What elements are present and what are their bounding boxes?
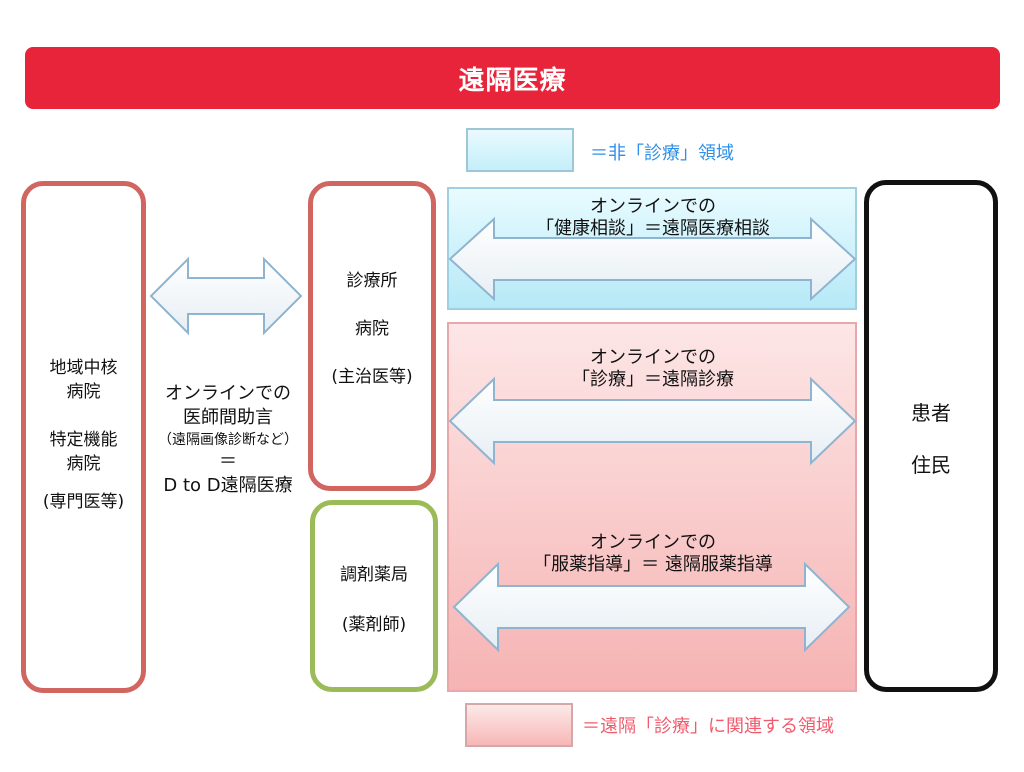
- patient-box: 患者 住民: [864, 180, 998, 692]
- clinic-label: 診療所 病院 (主治医等): [313, 268, 431, 390]
- dtod-line-5: D to D遠隔医療: [163, 475, 293, 496]
- specialist-line-3: 特定機能: [49, 430, 118, 450]
- legend-label-non-medical: ＝非「診療」領域: [590, 143, 734, 164]
- dtod-double-arrow: [149, 256, 303, 336]
- health-line-1: オンラインでの: [590, 196, 716, 217]
- dtod-line-2: 医師間助言: [183, 407, 273, 428]
- clinic-line-3: (主治医等): [331, 367, 413, 387]
- diagnosis-line-1: オンラインでの: [590, 347, 716, 368]
- patient-label: 患者 住民: [869, 400, 993, 478]
- specialist-line-2: 病院: [66, 382, 101, 402]
- diagnosis-line-2: 「診療」＝遠隔診療: [572, 369, 734, 390]
- pharmacy-label: 調剤薬局 (薬剤師): [315, 563, 433, 637]
- dtod-line-3: （遠隔画像診断など）: [158, 432, 298, 448]
- page-title: 遠隔医療: [458, 65, 567, 96]
- medication-line-1: オンラインでの: [590, 532, 716, 553]
- legend-label-medical: ＝遠隔「診療」に関連する領域: [582, 716, 834, 737]
- health-line-2: 「健康相談」＝遠隔医療相談: [536, 218, 770, 239]
- dtod-line-1: オンラインでの: [165, 383, 291, 404]
- clinic-line-1: 診療所: [346, 271, 398, 291]
- legend-swatch-medical: [465, 703, 573, 747]
- medication-label: オンラインでの 「服薬指導」＝ 遠隔服薬指導: [449, 532, 857, 576]
- clinic-box: 診療所 病院 (主治医等): [308, 181, 436, 491]
- patient-line-1: 患者: [911, 401, 951, 425]
- legend-swatch-non-medical: [466, 128, 574, 172]
- specialist-hospital-label: 地域中核 病院 特定機能 病院 (専門医等): [26, 356, 141, 514]
- page-title-banner: 遠隔医療: [25, 47, 1000, 109]
- medication-line-2: 「服薬指導」＝ 遠隔服薬指導: [533, 554, 773, 575]
- specialist-line-4: 病院: [66, 454, 101, 474]
- dtod-label: オンラインでの 医師間助言 （遠隔画像診断など） ＝ D to D遠隔医療: [148, 382, 308, 498]
- pharmacy-box: 調剤薬局 (薬剤師): [310, 500, 438, 692]
- clinic-line-2: 病院: [355, 319, 389, 339]
- specialist-line-1: 地域中核: [49, 358, 118, 378]
- dtod-line-4: ＝: [219, 451, 237, 472]
- specialist-line-5: (専門医等): [42, 492, 125, 512]
- pharmacy-line-1: 調剤薬局: [340, 565, 408, 585]
- patient-line-2: 住民: [911, 453, 951, 477]
- health-consultation-arrow: [448, 216, 857, 302]
- diagnosis-label: オンラインでの 「診療」＝遠隔診療: [449, 347, 857, 391]
- specialist-hospital-box: 地域中核 病院 特定機能 病院 (専門医等): [21, 181, 146, 693]
- diagnosis-arrow: [448, 376, 857, 466]
- medication-arrow: [452, 561, 851, 653]
- medical-panel: [447, 322, 857, 692]
- health-consultation-label: オンラインでの 「健康相談」＝遠隔医療相談: [449, 196, 857, 240]
- pharmacy-line-2: (薬剤師): [341, 615, 407, 635]
